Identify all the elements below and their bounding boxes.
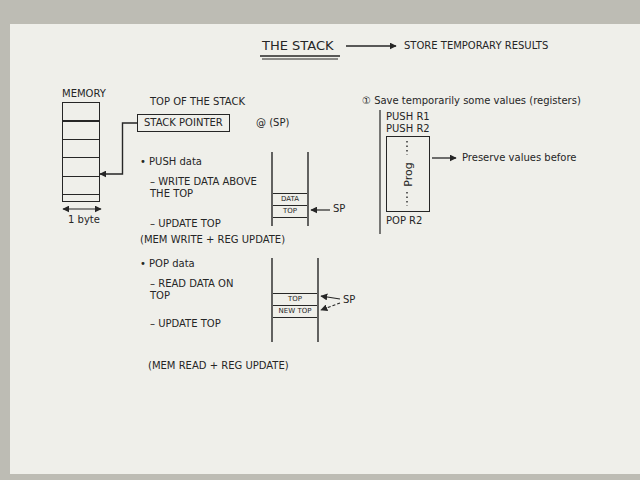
- sp-arrow: [311, 209, 330, 210]
- preserve-arrow: [432, 157, 456, 158]
- register-label: SP: [333, 203, 345, 215]
- instruction: POP R2: [386, 215, 422, 227]
- heading-note: STORE TEMPORARY RESULTS: [404, 40, 548, 52]
- paper: [10, 24, 640, 474]
- pointer-arrow: [100, 123, 137, 174]
- dotted-line: [406, 141, 407, 155]
- sp-arrow: [321, 303, 340, 310]
- memory-column: MEMORY: [62, 88, 106, 202]
- register-box: STACK POINTER: [137, 114, 230, 132]
- step-note: – UPDATE TOP: [150, 318, 221, 330]
- memory-cells: [62, 102, 100, 202]
- node-text: Prog: [402, 162, 415, 186]
- instruction: PUSH R1: [386, 111, 430, 123]
- stack-wall: [307, 152, 308, 226]
- width-label: 1 byte: [68, 214, 100, 226]
- title-underline: [260, 55, 340, 56]
- node-text: STACK POINTER: [144, 117, 223, 129]
- node-text: TOP: [274, 207, 306, 216]
- address-label: @ (SP): [256, 117, 289, 129]
- stack-cell: TOP: [273, 205, 307, 218]
- dotted-line: [406, 192, 407, 206]
- note: Preserve values before: [462, 152, 577, 164]
- sp-arrow: [321, 296, 340, 299]
- title-arrow: [346, 45, 396, 46]
- step-note: – READ DATA ON TOP: [150, 278, 254, 302]
- program-box: Prog: [386, 136, 430, 212]
- cost-note: (MEM READ + REG UPDATE): [148, 360, 289, 372]
- stack-wall: [317, 258, 318, 342]
- title: THE STACK: [262, 38, 334, 53]
- numbered-note: ① Save temporarily some values (register…: [362, 95, 632, 107]
- node-text: NEW TOP: [274, 307, 316, 316]
- cost-note: (MEM WRITE + REG UPDATE): [140, 234, 285, 246]
- step-note: – WRITE DATA ABOVE THE TOP: [150, 176, 262, 200]
- program-bracket: [379, 110, 380, 234]
- node-text: DATA: [274, 195, 306, 204]
- instruction: PUSH R2: [386, 123, 430, 135]
- node-text: MEMORY: [62, 88, 106, 100]
- register-label: SP: [343, 294, 355, 306]
- bullet-heading: • PUSH data: [140, 156, 202, 168]
- width-arrow: [63, 208, 101, 209]
- step-note: – UPDATE TOP: [150, 218, 221, 230]
- node-text: TOP: [274, 295, 316, 304]
- note: TOP OF THE STACK: [150, 96, 245, 108]
- title-underline: [262, 59, 338, 60]
- bullet-heading: • POP data: [140, 258, 195, 270]
- stack-cell: NEW TOP: [273, 305, 317, 318]
